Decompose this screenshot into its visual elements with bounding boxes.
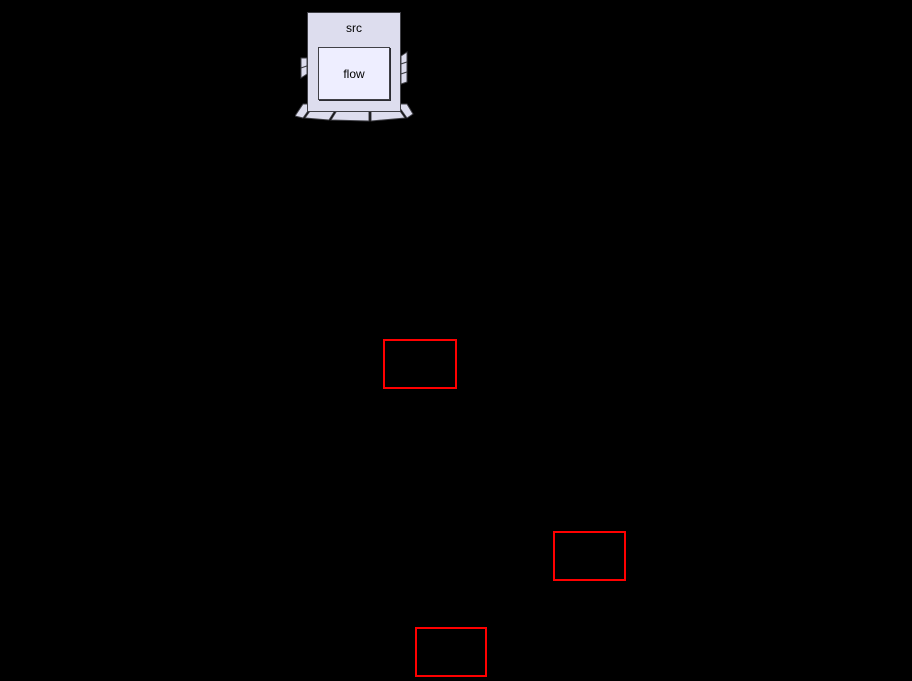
node-red-3[interactable] [415,627,487,677]
cluster-src[interactable]: src flow [295,12,414,122]
edge-flow-red2 [400,111,590,532]
edge-flow-red1 [399,111,420,340]
node-flow[interactable]: flow [318,47,390,100]
node-red-2[interactable] [553,531,626,581]
node-flow-label: flow [343,66,365,81]
node-red-1[interactable] [383,339,457,389]
